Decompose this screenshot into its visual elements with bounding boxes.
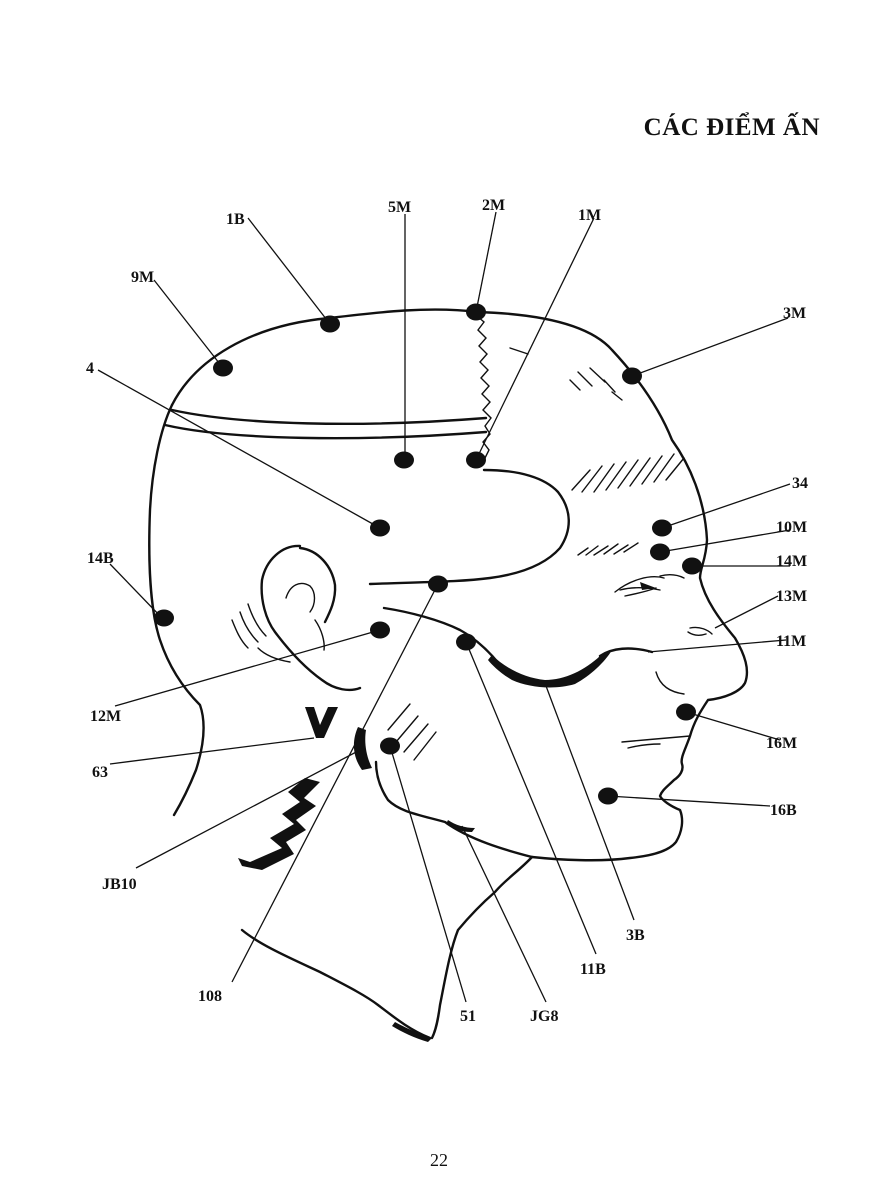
label-14B: 14B (87, 550, 114, 567)
point-dot-4 (370, 520, 390, 537)
label-11M: 11M (776, 633, 806, 650)
label-16B: 16B (770, 802, 797, 819)
label-14M: 14M (776, 553, 807, 570)
label-JB10: JB10 (102, 876, 137, 893)
label-12M: 12M (90, 708, 121, 725)
label-3M: 3M (783, 305, 806, 322)
point-dot-3M (622, 368, 642, 385)
point-dot-51 (380, 738, 400, 755)
label-4: 4 (86, 360, 94, 377)
point-dot-16M (676, 704, 696, 721)
point-dot-9M (213, 360, 233, 377)
label-3B: 3B (626, 927, 645, 944)
label-1B: 1B (226, 211, 245, 228)
point-dot-34 (652, 520, 672, 537)
point-dot-14B (154, 610, 174, 627)
point-dot-10M (650, 544, 670, 561)
point-dot-1M (466, 452, 486, 469)
point-dot-2M (466, 304, 486, 321)
label-JG8: JG8 (530, 1008, 558, 1025)
point-dot-11B (456, 634, 476, 651)
point-labels: 1B 5M 2M 1M 9M 3M 4 34 10M 14B 14M 13M 1… (86, 197, 808, 1025)
label-10M: 10M (776, 519, 807, 536)
label-63: 63 (92, 764, 108, 781)
point-dot-1B (320, 316, 340, 333)
label-13M: 13M (776, 588, 807, 605)
point-dot-5M (394, 452, 414, 469)
point-dot-14M (682, 558, 702, 575)
label-5M: 5M (388, 199, 411, 216)
label-9M: 9M (131, 269, 154, 286)
point-dot-16B (598, 788, 618, 805)
label-11B: 11B (580, 961, 606, 978)
head-outline (149, 310, 747, 1042)
label-51: 51 (460, 1008, 476, 1025)
label-16M: 16M (766, 735, 797, 752)
point-dot-12M (370, 622, 390, 639)
label-34: 34 (792, 475, 808, 492)
page-number: 22 (0, 1150, 878, 1171)
label-108: 108 (198, 988, 222, 1005)
leader-lines (98, 212, 790, 1002)
label-2M: 2M (482, 197, 505, 214)
label-1M: 1M (578, 207, 601, 224)
acupressure-dots (154, 304, 702, 805)
point-dot-108 (428, 576, 448, 593)
